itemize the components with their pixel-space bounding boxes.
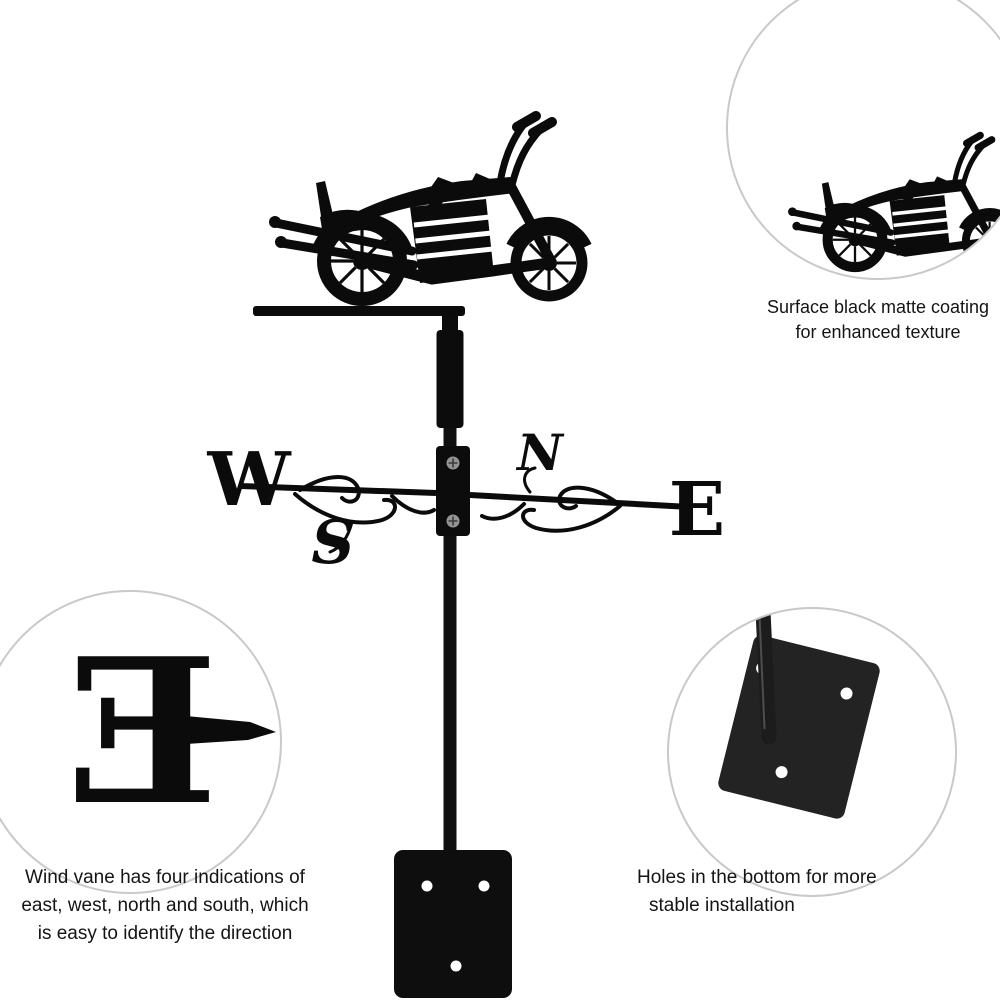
caption-directions: Wind vane has four indications of east, … <box>0 864 330 948</box>
letter-north: N <box>515 423 565 482</box>
caption-line: stable installation <box>649 895 795 916</box>
caption-line: Wind vane has four indications of <box>25 867 305 888</box>
screw-bottom <box>446 514 460 528</box>
letter-e-detail: E <box>66 615 276 850</box>
vane-arm-tip <box>186 716 276 744</box>
plate-hole <box>450 960 462 972</box>
caption-mounting: Holes in the bottom for more stable inst… <box>637 864 937 920</box>
cross-hub <box>436 446 470 536</box>
caption-line: Surface black matte coating <box>766 297 990 317</box>
mount-rod <box>755 609 777 745</box>
screw-top <box>446 456 460 470</box>
zoom-circle-mounting <box>667 607 957 897</box>
plate-hole <box>775 766 788 779</box>
caption-line: east, west, north and south, which <box>21 895 309 916</box>
caption-coating: Surface black matte coating for enhanced… <box>733 295 1000 345</box>
vane-platform <box>253 306 465 316</box>
zoom-circle-letter: E <box>0 590 282 894</box>
letter-east: E <box>669 467 725 553</box>
mount-plate-detail <box>718 609 880 819</box>
caption-line: is easy to identify the direction <box>37 923 293 944</box>
motorcycle-silhouette <box>269 116 587 299</box>
letter-east-zoom: E <box>66 615 218 850</box>
plate-hole <box>840 687 853 700</box>
mount-plate <box>718 635 880 819</box>
caption-line: for enhanced texture <box>795 322 961 342</box>
caption-line: Holes in the bottom for more <box>637 867 877 888</box>
vane-rod <box>436 316 464 852</box>
plate-hole <box>421 880 433 892</box>
plate-hole <box>478 880 490 892</box>
letter-south: S <box>311 508 354 578</box>
direction-cross: W E N S <box>206 423 725 578</box>
zoom-circle-coating <box>726 0 1000 280</box>
letter-west: W <box>206 437 291 523</box>
base-plate <box>394 850 512 998</box>
